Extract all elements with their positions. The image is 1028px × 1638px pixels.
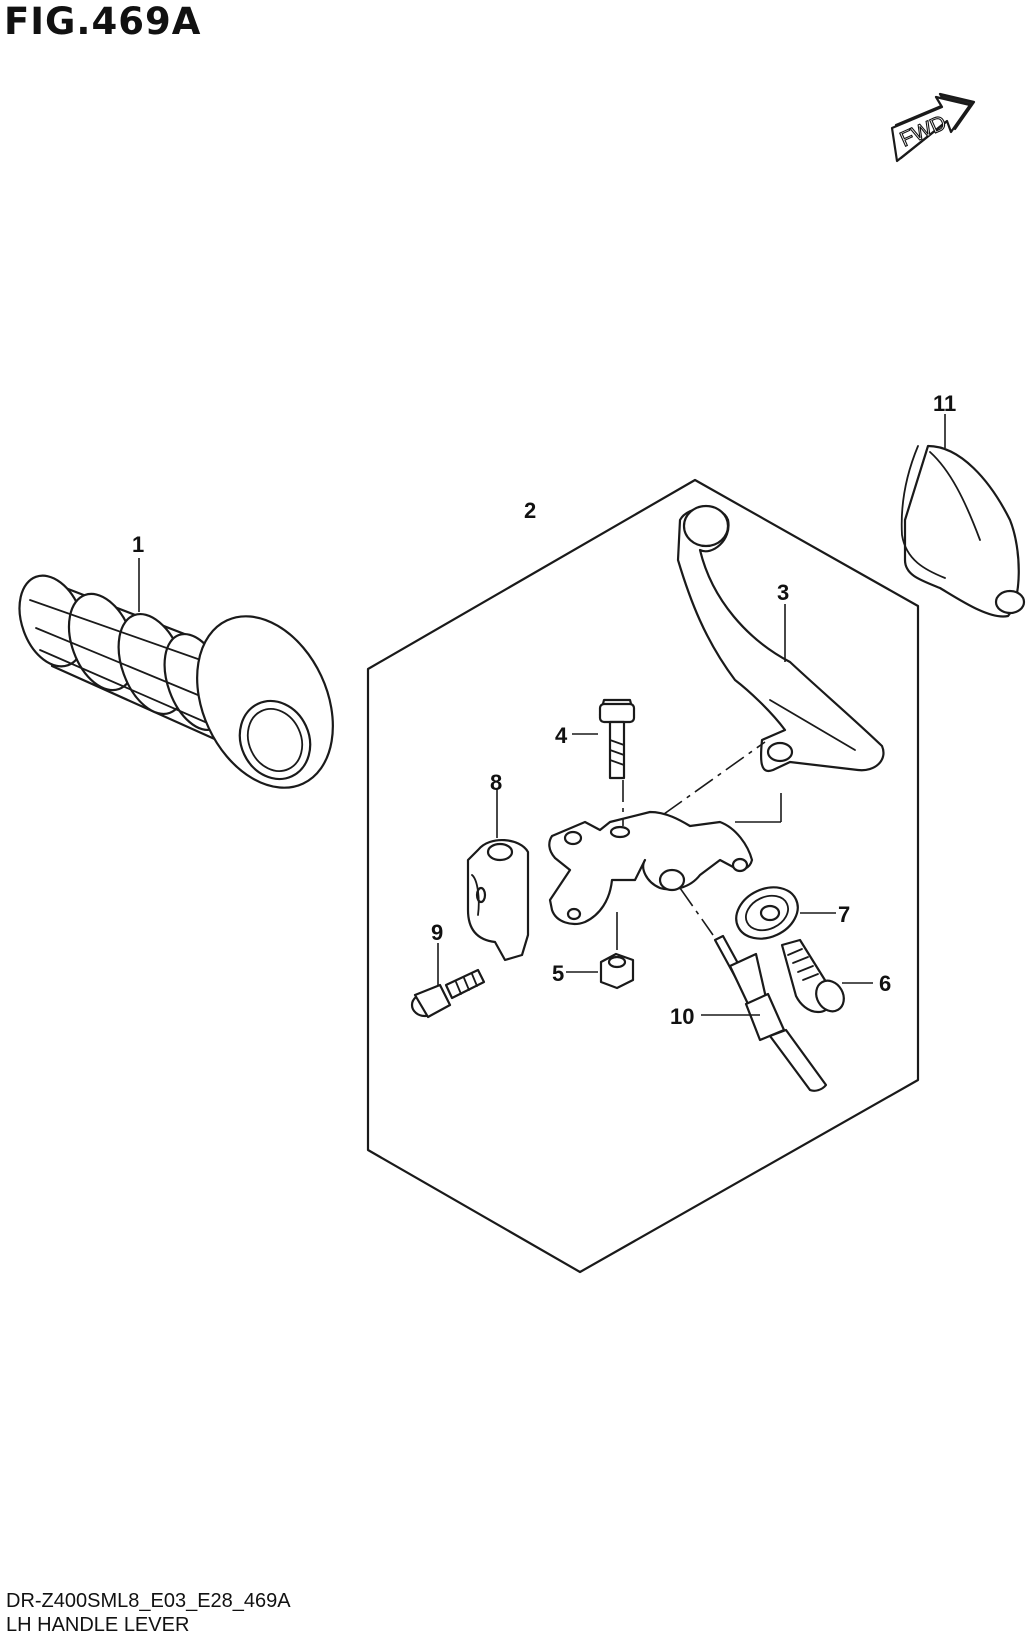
callout-6: 6 bbox=[879, 971, 891, 996]
pivot-bolt-icon bbox=[598, 698, 636, 780]
lever-cover-icon bbox=[900, 444, 1026, 618]
nut-icon bbox=[599, 952, 635, 990]
clutch-cable-icon bbox=[679, 887, 828, 1092]
callout-11: 11 bbox=[933, 391, 956, 416]
handlebar-grip-icon bbox=[18, 574, 334, 789]
adjuster-nut-icon bbox=[735, 886, 799, 940]
fwd-arrow-icon: FWD bbox=[890, 92, 976, 163]
cable-adjuster-icon bbox=[780, 938, 845, 1014]
callout-8: 8 bbox=[490, 770, 502, 795]
callout-3: 3 bbox=[777, 580, 789, 605]
callout-7: 7 bbox=[838, 902, 850, 927]
clamp-bolt-icon bbox=[410, 968, 486, 1019]
callout-9: 9 bbox=[431, 920, 443, 945]
callout-5: 5 bbox=[552, 961, 564, 986]
clutch-lever-icon bbox=[676, 504, 885, 773]
diagram-caption: LH HANDLE LEVER bbox=[6, 1614, 190, 1636]
callout-2: 2 bbox=[524, 498, 536, 523]
lever-holder-icon bbox=[548, 810, 754, 926]
callout-10: 10 bbox=[670, 1004, 694, 1029]
callout-4: 4 bbox=[555, 723, 568, 748]
lever-assembly-outline bbox=[366, 478, 920, 1274]
diagram-code: DR-Z400SML8_E03_E28_469A bbox=[6, 1590, 291, 1612]
callout-1: 1 bbox=[132, 532, 144, 557]
clamp-icon bbox=[466, 838, 530, 962]
figure-title: FIG.469A bbox=[4, 0, 202, 43]
